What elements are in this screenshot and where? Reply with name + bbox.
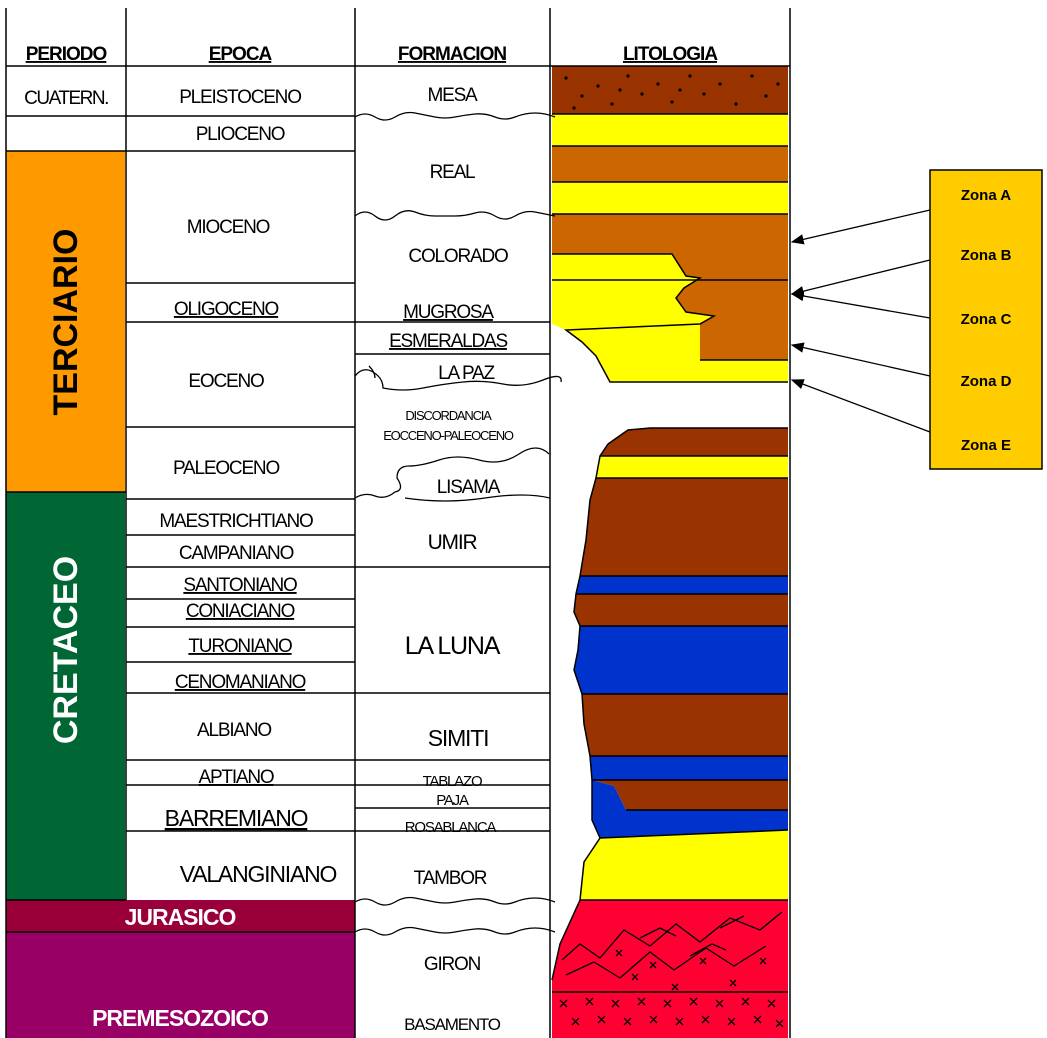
header-formacion: FORMACION: [398, 44, 506, 65]
lithology-lower: [552, 428, 788, 1038]
epoch-plioceno: PLIOCENO: [196, 124, 285, 145]
formation-simiti: SIMITI: [428, 725, 489, 751]
formation-lisama: LISAMA: [437, 477, 501, 498]
epoch-aptiano: APTIANO: [198, 767, 273, 788]
epoch-valanginiano: VALANGINIANO: [180, 861, 337, 887]
zone-d-arrow: [792, 345, 930, 376]
formation-la-paz: LA PAZ: [438, 363, 495, 384]
zone-arrows: [792, 210, 930, 432]
unconformity-lines: [355, 113, 561, 936]
period-label-premesozoico: PREMESOZOICO: [92, 1005, 268, 1031]
epoch-eoceno: EOCENO: [188, 371, 264, 392]
zone-a-label: Zona A: [961, 187, 1011, 204]
formation-paja: PAJA: [436, 792, 469, 809]
formation-colorado: COLORADO: [408, 246, 508, 267]
epoch-paleoceno: PALEOCENO: [173, 458, 279, 479]
formation-la-luna: LA LUNA: [405, 632, 501, 660]
formation-tablazo: TABLAZO: [423, 773, 482, 790]
formation-discordancia: DISCORDANCIA: [405, 408, 492, 423]
zone-b-label: Zona B: [961, 247, 1012, 264]
zone-b-arrow: [792, 260, 930, 294]
formation-basamento: BASAMENTO: [404, 1015, 501, 1034]
formation-tambor: TAMBOR: [414, 868, 487, 889]
period-label-cuaternario: CUATERN.: [24, 88, 108, 109]
header-epoca: EPOCA: [209, 44, 273, 65]
epoch-mioceno: MIOCENO: [187, 217, 270, 238]
formation-umir: UMIR: [428, 531, 478, 554]
zone-d-label: Zona D: [961, 373, 1012, 390]
period-label-cretaceo: CRETACEO: [47, 556, 85, 744]
epoch-turoniano: TURONIANO: [188, 636, 292, 657]
period-label-jurasico: JURASICO: [125, 904, 236, 930]
formation-esmeraldas: ESMERALDAS: [389, 331, 507, 352]
formation-real: REAL: [430, 162, 475, 183]
zone-e-label: Zona E: [961, 437, 1011, 454]
zone-c-arrow: [792, 294, 930, 318]
epoch-albiano: ALBIANO: [197, 720, 271, 741]
zone-c-label: Zona C: [961, 311, 1012, 328]
zone-e-arrow: [792, 380, 930, 432]
epoch-pleistoceno: PLEISTOCENO: [179, 87, 301, 108]
formation-rosablanca: ROSABLANCA: [405, 819, 497, 836]
epoch-campaniano: CAMPANIANO: [179, 543, 294, 564]
formation-mesa: MESA: [427, 85, 478, 106]
formation-mugrosa: MUGROSA: [403, 302, 494, 323]
epoch-barremiano: BARREMIANO: [165, 805, 308, 831]
epoch-oligoceno: OLIGOCENO: [174, 299, 279, 320]
header-litologia: LITOLOGIA: [623, 44, 718, 65]
zone-a-arrow: [792, 210, 930, 242]
period-label-terciario: TERCIARIO: [47, 229, 85, 416]
header-periodo: PERIODO: [26, 44, 107, 65]
epoch-santoniano: SANTONIANO: [183, 575, 297, 596]
formation-giron: GIRON: [424, 954, 481, 975]
epoch-maestrichtiano: MAESTRICHTIANO: [159, 511, 313, 532]
epoch-coniaciano: CONIACIANO: [186, 601, 295, 622]
epoch-cenomaniano: CENOMANIANO: [175, 672, 306, 693]
formation-discordancia-sub: EOCCENO-PALEOCENO: [383, 428, 514, 443]
lithology-upper: [552, 66, 788, 382]
